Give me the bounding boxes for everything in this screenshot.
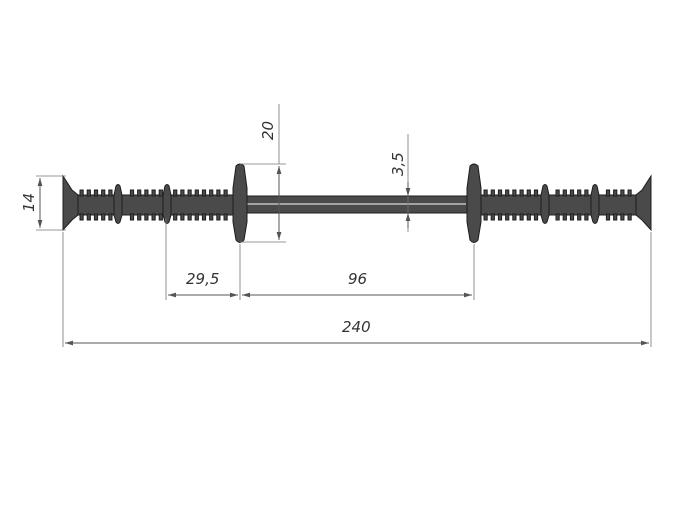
right-flange [475, 194, 649, 216]
serration-tooth [512, 213, 517, 221]
serration-tooth [187, 213, 192, 221]
left-rib-outer [113, 184, 123, 224]
serration-tooth [223, 213, 228, 221]
serration-tooth [137, 213, 142, 221]
serration-tooth [577, 213, 582, 221]
serration-tooth [86, 189, 91, 197]
serration-tooth [201, 213, 207, 221]
serration-tooth [93, 213, 99, 221]
serration-tooth [577, 189, 582, 197]
serration-tooth [144, 189, 149, 197]
serration-tooth [209, 213, 214, 221]
serration-tooth [187, 189, 192, 197]
serration-tooth [555, 189, 560, 197]
label-end-height: 14 [20, 193, 38, 212]
serration-tooth [562, 213, 567, 221]
serration-tooth [627, 213, 632, 221]
serration-tooth [613, 189, 618, 197]
serration-tooth [569, 189, 575, 197]
serration-tooth [201, 189, 207, 197]
profile-body [62, 163, 652, 243]
serration-tooth [151, 213, 156, 221]
serration-tooth [223, 189, 228, 197]
serration-tooth [216, 213, 221, 221]
label-overall-width: 240 [342, 318, 371, 336]
serration-tooth [158, 213, 163, 221]
serration-tooth [137, 189, 142, 197]
serration-tooth [173, 189, 178, 197]
extension-lines [36, 104, 652, 347]
serration-tooth [526, 189, 531, 197]
left-main-bulb [232, 163, 248, 243]
serration-tooth [216, 189, 221, 197]
serration-tooth [584, 213, 589, 221]
label-bulb-spacing: 96 [348, 270, 367, 288]
serration-tooth [129, 189, 135, 197]
right-rib-outer [590, 184, 600, 224]
serration-tooth [180, 189, 185, 197]
left-flange [63, 194, 237, 216]
serration-tooth [533, 213, 539, 221]
serration-tooth [194, 213, 199, 221]
serration-tooth [497, 213, 503, 221]
serration-tooth [490, 189, 495, 197]
flange-serrations [79, 189, 632, 221]
serration-tooth [497, 189, 503, 197]
serration-tooth [93, 189, 99, 197]
serration-tooth [605, 189, 611, 197]
serration-tooth [173, 213, 178, 221]
serration-tooth [526, 213, 531, 221]
serration-tooth [533, 189, 539, 197]
serration-tooth [151, 189, 156, 197]
serration-tooth [620, 213, 625, 221]
left-end-flare [62, 174, 79, 232]
serration-tooth [519, 189, 524, 197]
serration-tooth [490, 213, 495, 221]
serration-tooth [505, 213, 510, 221]
serration-tooth [129, 213, 135, 221]
dimension-labels: 240 96 29,5 20 3,5 14 [20, 121, 407, 336]
serration-tooth [512, 189, 517, 197]
serration-tooth [505, 189, 510, 197]
label-web-thickness: 3,5 [389, 152, 407, 176]
serration-tooth [569, 213, 575, 221]
serration-tooth [620, 189, 625, 197]
right-main-bulb [466, 163, 482, 243]
serration-tooth [483, 189, 488, 197]
serration-tooth [108, 189, 113, 197]
serration-tooth [483, 213, 488, 221]
serration-tooth [180, 213, 185, 221]
serration-tooth [144, 213, 149, 221]
left-rib-inner [162, 184, 172, 224]
serration-tooth [584, 189, 589, 197]
serration-tooth [519, 213, 524, 221]
label-bulb-height: 20 [259, 121, 277, 140]
label-offset: 29,5 [186, 270, 219, 288]
serration-tooth [86, 213, 91, 221]
serration-tooth [209, 189, 214, 197]
serration-tooth [194, 189, 199, 197]
serration-tooth [555, 213, 560, 221]
serration-tooth [101, 213, 106, 221]
serration-tooth [79, 189, 84, 197]
serration-tooth [613, 213, 618, 221]
serration-tooth [627, 189, 632, 197]
serration-tooth [605, 213, 611, 221]
serration-tooth [101, 189, 106, 197]
serration-tooth [158, 189, 163, 197]
dimension-lines [37, 166, 649, 346]
right-end-flare [635, 174, 652, 232]
right-rib-inner [540, 184, 550, 224]
serration-tooth [108, 213, 113, 221]
serration-tooth [79, 213, 84, 221]
serration-tooth [562, 189, 567, 197]
